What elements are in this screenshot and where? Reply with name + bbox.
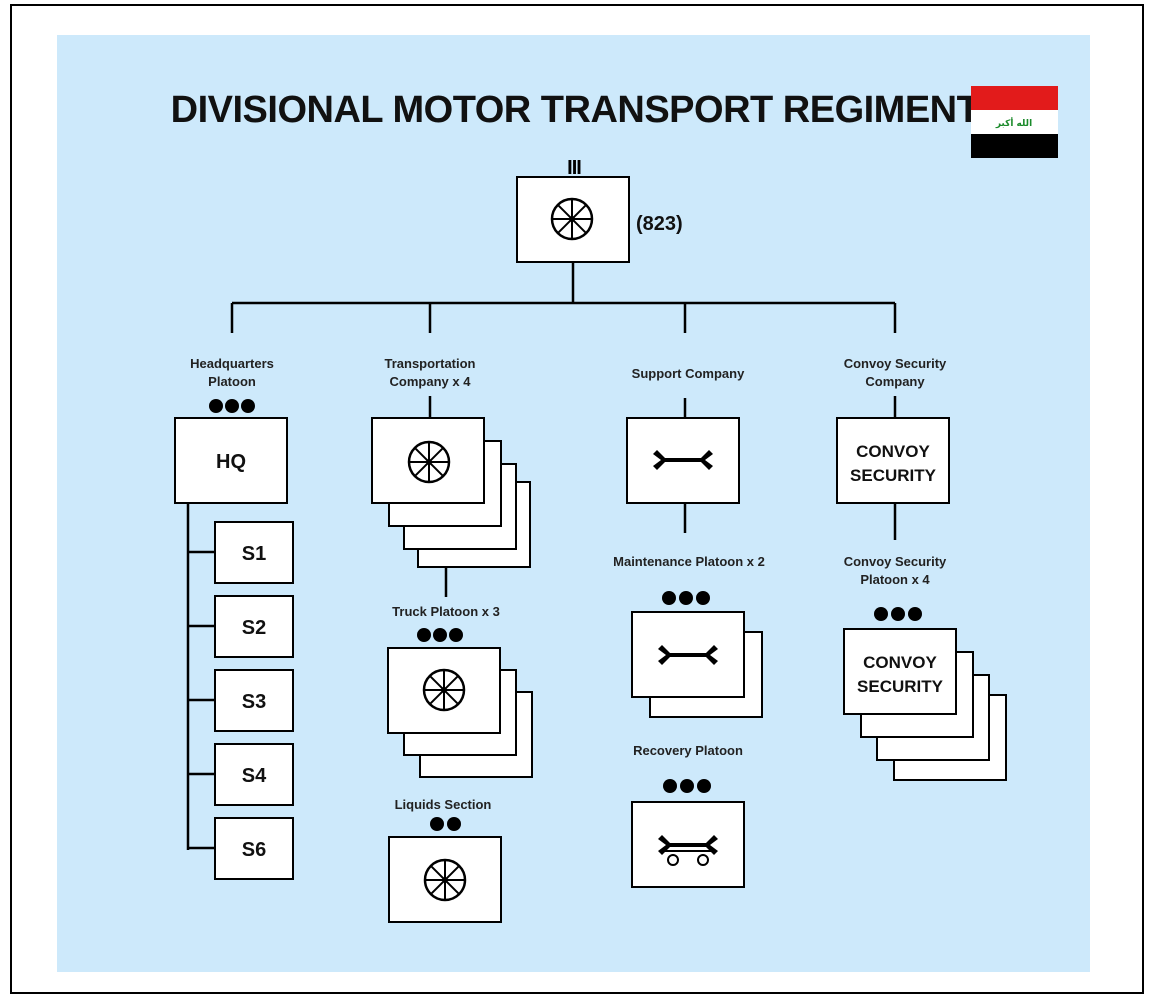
staff-label-s3: S3: [242, 691, 266, 713]
convoy-platoon-box-line2: SECURITY: [857, 677, 944, 696]
staff-box-s4: [214, 743, 294, 806]
section-dots: [430, 817, 461, 831]
staff-box-s6: [214, 817, 294, 880]
truck-platoon-label: Truck Platoon x 3: [392, 604, 500, 619]
platoon-dots: [209, 399, 255, 413]
staff-box-s3: [214, 669, 294, 732]
convoy-company-box: [836, 417, 950, 504]
platoon-dots: [662, 591, 710, 605]
support-company-label: Support Company: [632, 366, 745, 381]
wheel-icon: [422, 668, 466, 712]
platoon-dots: [874, 607, 922, 621]
convoy-platoon-label-line2: Platoon x 4: [860, 572, 930, 587]
transport-label-line2: Company x 4: [390, 374, 472, 389]
maintenance-platoon-label: Maintenance Platoon x 2: [613, 554, 765, 569]
wheel-icon: [407, 440, 451, 484]
flag-inscription: الله أكبر: [995, 117, 1032, 129]
convoy-company-label-line1: Convoy Security: [844, 356, 947, 371]
maintenance-platoon-stack: [631, 611, 763, 718]
hq-label-line1: Headquarters: [190, 356, 274, 371]
wheel-icon: [550, 197, 594, 241]
staff-box-s2: [214, 595, 294, 658]
unit-number: (823): [636, 213, 683, 235]
hq-box-text: HQ: [216, 451, 246, 473]
recovery-platoon-label: Recovery Platoon: [633, 743, 743, 758]
iraq-flag: الله أكبر: [971, 86, 1058, 158]
convoy-platoon-box-line1: CONVOY: [863, 653, 937, 672]
hq-box: [174, 417, 288, 504]
wheel-icon: [423, 858, 467, 902]
staff-label-s4: S4: [242, 765, 267, 787]
hq-label-line2: Platoon: [208, 374, 256, 389]
convoy-platoon-label-line1: Convoy Security: [844, 554, 947, 569]
staff-label-s1: S1: [242, 543, 266, 565]
staff-box-s1: [214, 521, 294, 584]
convoy-box-line2: SECURITY: [850, 466, 937, 485]
echelon-marker: III: [567, 157, 581, 179]
convoy-box-line1: CONVOY: [856, 442, 930, 461]
truck-platoon-stack: [387, 647, 533, 778]
staff-label-s6: S6: [242, 839, 266, 861]
convoy-platoon-stack: [843, 628, 1007, 781]
recovery-icon: [658, 835, 718, 866]
staff-label-s2: S2: [242, 617, 266, 639]
convoy-company-label-line2: Company: [865, 374, 925, 389]
platoon-dots: [663, 779, 711, 793]
diagram-title: DIVISIONAL MOTOR TRANSPORT REGIMENT: [171, 89, 980, 131]
transport-company-stack: [371, 417, 531, 568]
transport-label-line1: Transportation: [384, 356, 475, 371]
liquids-section-label: Liquids Section: [395, 797, 492, 812]
platoon-dots: [417, 628, 463, 642]
